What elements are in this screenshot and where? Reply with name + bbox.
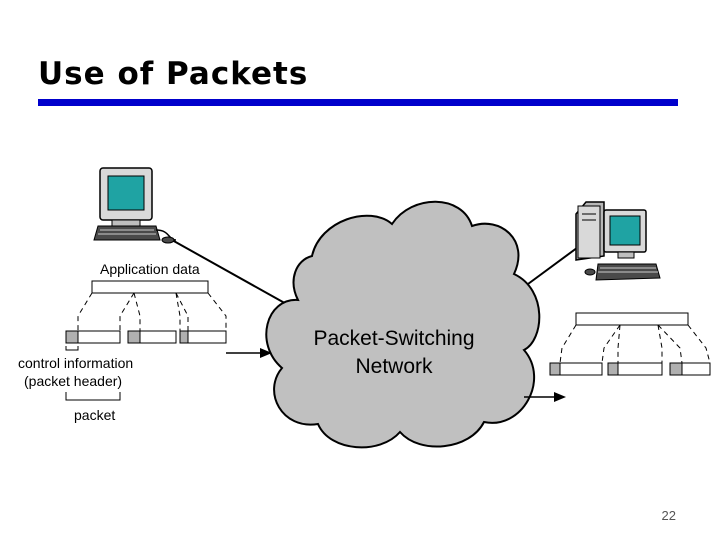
packet xyxy=(179,330,227,344)
packet-label: packet xyxy=(74,407,115,423)
packet-payload xyxy=(559,362,603,376)
slide-title: Use of Packets xyxy=(38,56,309,92)
receiver-packets xyxy=(549,362,711,376)
packet-payload xyxy=(77,330,121,344)
application-data-label: Application data xyxy=(100,261,200,277)
arrow-right-icon xyxy=(524,392,566,402)
network-label-line2: Network xyxy=(355,355,433,378)
packet-header xyxy=(127,330,141,344)
application-data-block xyxy=(91,280,209,294)
header-bracket xyxy=(65,346,79,351)
packet-header xyxy=(607,362,619,376)
packet-payload xyxy=(617,362,663,376)
packet-bracket xyxy=(65,392,121,401)
sender-packets xyxy=(65,330,227,344)
packet xyxy=(127,330,177,344)
receiver-split-lines xyxy=(559,324,711,364)
packet-payload xyxy=(681,362,711,376)
tower-computer-icon xyxy=(575,201,661,281)
packet-payload xyxy=(187,330,227,344)
network-cloud: Packet-Switching Network xyxy=(265,200,541,449)
reassembled-data-block xyxy=(575,312,689,326)
sender-link-line xyxy=(171,239,291,307)
control-information-label-line2: (packet header) xyxy=(24,373,122,389)
packet xyxy=(669,362,711,376)
desktop-computer-icon xyxy=(93,167,177,244)
packet-header xyxy=(65,330,79,344)
packet xyxy=(607,362,663,376)
network-label-line1: Packet-Switching xyxy=(313,327,474,350)
packet-payload xyxy=(139,330,177,344)
packet-header xyxy=(179,330,189,344)
control-information-label-line1: control information xyxy=(18,355,133,371)
packet-header xyxy=(549,362,561,376)
packet xyxy=(65,330,121,344)
title-rule xyxy=(38,99,678,106)
packet-header xyxy=(669,362,683,376)
arrow-right-icon xyxy=(226,348,272,358)
packet xyxy=(549,362,603,376)
sender-split-lines xyxy=(77,292,227,331)
page-number: 22 xyxy=(661,508,676,523)
